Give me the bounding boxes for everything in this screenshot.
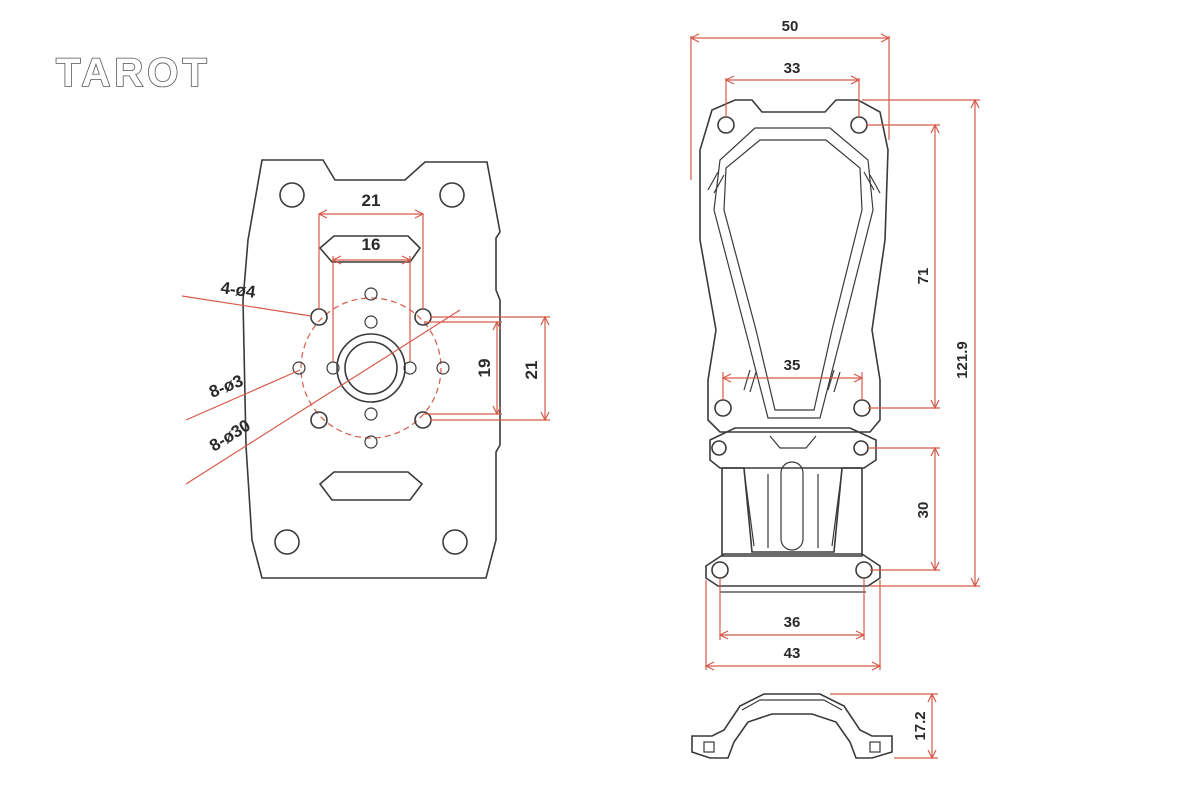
plate-hole-3 — [292, 361, 306, 375]
plate-top-slot — [318, 235, 422, 263]
dim-lower-height: 30 — [915, 502, 932, 519]
side-inner-curve — [741, 699, 843, 711]
plate-corner-hole — [274, 529, 300, 555]
clamp-center-slot — [780, 461, 804, 551]
dim-top-width: 50 — [782, 18, 799, 35]
plate-outline — [242, 159, 501, 579]
clamp-rib — [767, 474, 819, 548]
side-tab — [869, 741, 881, 753]
frame-slot — [863, 171, 881, 194]
label-4-holes: 4-ø4 — [219, 278, 257, 302]
plate-corner-hole — [439, 182, 465, 208]
dim-bottom-hole-span: 36 — [784, 614, 801, 631]
clamp-lower-bar — [705, 553, 881, 587]
plate-hole-3 — [364, 435, 378, 449]
frame-slot — [743, 369, 757, 393]
plate-center-hole — [344, 341, 398, 395]
dim-plate-21-vertical: 21 — [522, 361, 541, 380]
middle-hole — [714, 399, 732, 417]
top-hole — [850, 116, 868, 134]
motor-plate-view: 21 16 4-ø4 8-ø3 8-ø30 19 21 — [181, 159, 550, 579]
frame-inner — [713, 127, 874, 419]
plate-corner-hole — [279, 182, 305, 208]
dim-plate-21: 21 — [362, 191, 381, 210]
clamp-upper-bar — [709, 427, 877, 469]
mount-front-view: 50 33 71 121.9 35 30 — [689, 18, 980, 671]
frame-cutout — [723, 139, 863, 411]
plate-hole-3 — [364, 407, 378, 421]
top-hole — [717, 116, 735, 134]
frame-slot — [707, 171, 725, 194]
dim-side-height: 17.2 — [912, 711, 929, 740]
plate-hole-3 — [364, 315, 378, 329]
dim-upper-height: 71 — [915, 268, 932, 285]
plate-center-ring — [336, 333, 406, 403]
mount-side-view: 17.2 — [691, 692, 938, 760]
clamp-hole — [711, 440, 727, 456]
plate-hole-4 — [310, 411, 328, 429]
plate-hole-3 — [364, 287, 378, 301]
side-profile — [691, 693, 893, 759]
clamp-rib — [743, 469, 843, 547]
plate-corner-hole — [442, 529, 468, 555]
clamp-hole — [853, 440, 869, 456]
bottom-hole — [855, 561, 873, 579]
dim-top-hole-span: 33 — [784, 60, 801, 77]
dim-plate-16: 16 — [362, 235, 381, 254]
clamp-body — [721, 467, 863, 557]
frame-outer — [699, 99, 889, 433]
clamp-notch — [769, 435, 817, 449]
dim-total-height: 121.9 — [954, 341, 971, 379]
bolt-circle-30 — [300, 297, 442, 439]
plate-bottom-slot — [318, 471, 424, 501]
dim-middle-span: 35 — [784, 357, 801, 374]
dim-plate-19: 19 — [475, 359, 494, 378]
bottom-hole — [711, 561, 729, 579]
frame-slot — [827, 369, 841, 393]
label-8-small-holes: 8-ø3 — [206, 371, 246, 402]
plate-hole-3 — [436, 361, 450, 375]
dim-bottom-width: 43 — [784, 645, 801, 662]
plate-hole-4 — [310, 308, 328, 326]
tarot-logo: TAROT — [56, 51, 211, 95]
side-tab — [703, 741, 715, 753]
middle-hole — [853, 399, 871, 417]
